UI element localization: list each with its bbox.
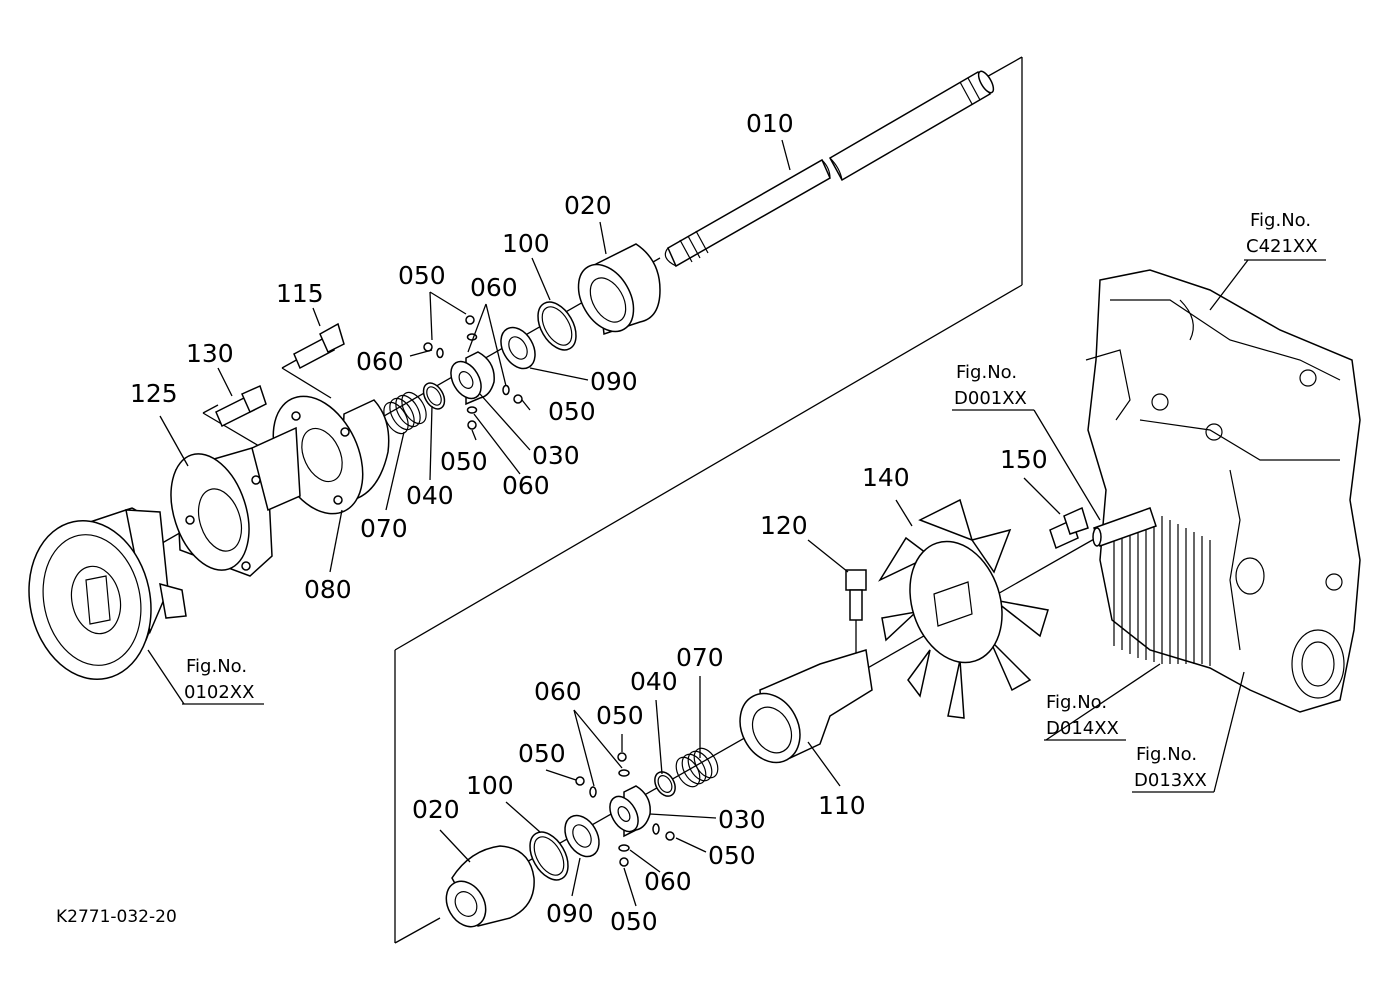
label-040-lower: 040 bbox=[630, 667, 678, 696]
spring-070-lower[interactable] bbox=[671, 744, 722, 791]
fan-140[interactable] bbox=[878, 498, 1049, 719]
label-050-lower-a: 050 bbox=[596, 701, 644, 730]
label-115: 115 bbox=[276, 279, 324, 308]
snap-ring-100-upper[interactable] bbox=[530, 295, 584, 356]
figure-refs: Fig.No. C421XX Fig.No. D001XX Fig.No. 01… bbox=[182, 210, 1326, 793]
label-100-lower: 100 bbox=[466, 771, 514, 800]
label-050-lower-b: 050 bbox=[518, 739, 566, 768]
fig-ref-c421xx[interactable]: Fig.No. C421XX bbox=[1244, 210, 1326, 261]
label-080: 080 bbox=[304, 575, 352, 604]
label-070-lower: 070 bbox=[676, 643, 724, 672]
fig-ref-d013xx-code: D013XX bbox=[1134, 770, 1207, 791]
diagram-code: K2771-032-20 bbox=[56, 907, 177, 927]
label-100-upper: 100 bbox=[502, 229, 550, 258]
leader-lines bbox=[147, 139, 1249, 907]
ring-040-lower[interactable] bbox=[651, 768, 680, 800]
label-060-upper-b: 060 bbox=[356, 347, 404, 376]
label-020-lower: 020 bbox=[412, 795, 460, 824]
label-030-upper: 030 bbox=[532, 441, 580, 470]
label-090-lower: 090 bbox=[546, 899, 594, 928]
label-130: 130 bbox=[186, 339, 234, 368]
label-050-upper-b: 050 bbox=[548, 397, 596, 426]
washer-090-upper[interactable] bbox=[494, 321, 542, 374]
label-050-lower-d: 050 bbox=[610, 907, 658, 936]
fig-ref-d001xx-prefix: Fig.No. bbox=[956, 362, 1017, 383]
label-060-upper-a: 060 bbox=[470, 273, 518, 302]
label-120: 120 bbox=[760, 511, 808, 540]
housing-110[interactable] bbox=[728, 649, 873, 773]
label-010: 010 bbox=[746, 109, 794, 138]
label-030-lower: 030 bbox=[718, 805, 766, 834]
group-boundary-lines bbox=[202, 56, 1023, 944]
label-050-upper-c: 050 bbox=[440, 447, 488, 476]
label-060-lower-b: 060 bbox=[644, 867, 692, 896]
snap-ring-100-lower[interactable] bbox=[522, 825, 576, 886]
fig-ref-c421xx-prefix: Fig.No. bbox=[1250, 210, 1311, 231]
bearing-cup-020-upper[interactable] bbox=[567, 243, 661, 341]
label-060-upper-c: 060 bbox=[502, 471, 550, 500]
fig-ref-d001xx-code: D001XX bbox=[954, 388, 1027, 409]
label-110: 110 bbox=[818, 791, 866, 820]
washer-090-lower[interactable] bbox=[558, 809, 606, 862]
fig-ref-d013xx[interactable]: Fig.No. D013XX bbox=[1132, 744, 1214, 793]
fig-ref-0102xx-prefix: Fig.No. bbox=[186, 656, 247, 677]
collar-030-lower[interactable] bbox=[604, 785, 651, 838]
ring-040-upper[interactable] bbox=[419, 379, 449, 412]
fig-ref-d014xx-code: D014XX bbox=[1046, 718, 1119, 739]
label-020-upper: 020 bbox=[564, 191, 612, 220]
label-040-upper: 040 bbox=[406, 481, 454, 510]
fitting-115[interactable] bbox=[293, 322, 345, 370]
lower-balls-orings[interactable] bbox=[575, 752, 675, 867]
collar-030-upper[interactable] bbox=[445, 351, 495, 406]
part-labels: 010 020 100 050 060 115 130 060 090 125 … bbox=[130, 109, 1048, 936]
fig-ref-d013xx-prefix: Fig.No. bbox=[1136, 744, 1197, 765]
upper-balls-orings[interactable] bbox=[423, 315, 523, 430]
fig-ref-0102xx-code: 0102XX bbox=[184, 682, 254, 703]
fitting-150[interactable] bbox=[1049, 506, 1089, 550]
label-060-lower-a: 060 bbox=[534, 677, 582, 706]
label-125: 125 bbox=[130, 379, 178, 408]
fig-ref-d014xx[interactable]: Fig.No. D014XX bbox=[1044, 692, 1126, 741]
adapter-plate-125[interactable] bbox=[157, 426, 301, 580]
fig-ref-0102xx[interactable]: Fig.No. 0102XX bbox=[182, 656, 264, 705]
label-140: 140 bbox=[862, 463, 910, 492]
fig-ref-d014xx-prefix: Fig.No. bbox=[1046, 692, 1107, 713]
label-150: 150 bbox=[1000, 445, 1048, 474]
label-050-upper-a: 050 bbox=[398, 261, 446, 290]
transmission-case bbox=[1085, 269, 1361, 713]
shaft-010[interactable] bbox=[664, 69, 996, 268]
pulley-housing-0102 bbox=[28, 507, 187, 680]
label-050-lower-c: 050 bbox=[708, 841, 756, 870]
label-070-upper: 070 bbox=[360, 514, 408, 543]
bolt-120[interactable] bbox=[845, 569, 867, 668]
fig-ref-c421xx-code: C421XX bbox=[1246, 236, 1318, 257]
fitting-130[interactable] bbox=[215, 384, 267, 428]
label-090-upper: 090 bbox=[590, 367, 638, 396]
bearing-cup-020-lower[interactable] bbox=[438, 845, 535, 934]
fig-ref-d001xx[interactable]: Fig.No. D001XX bbox=[952, 362, 1034, 411]
